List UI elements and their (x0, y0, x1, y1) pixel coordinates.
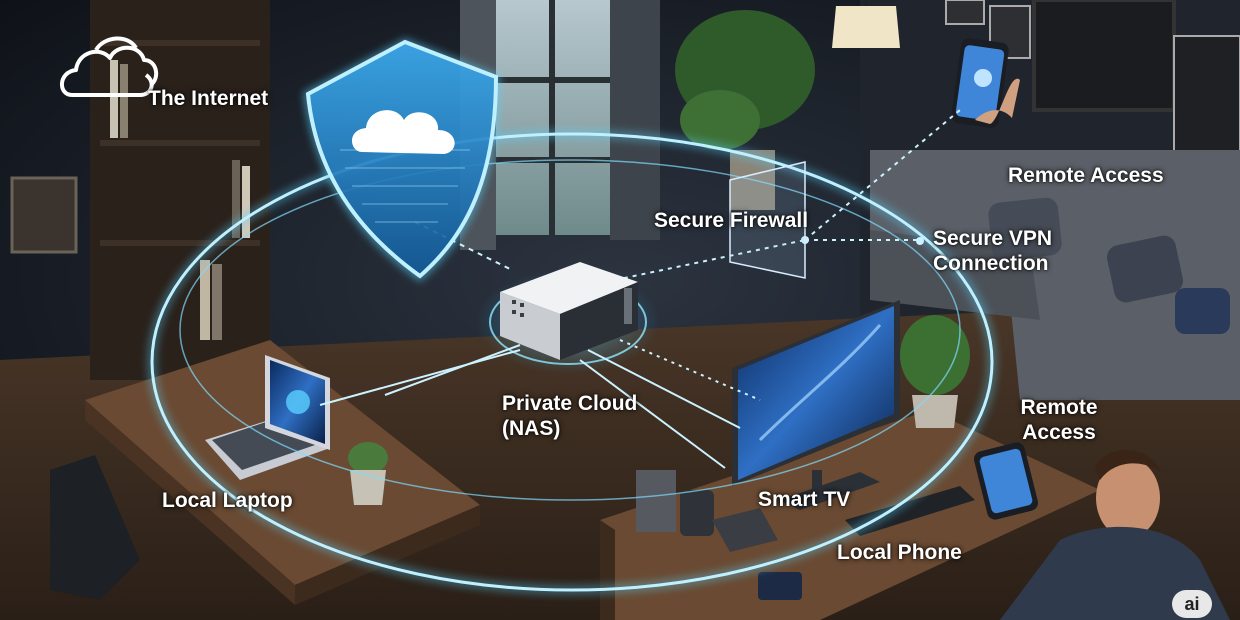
smart-tv (732, 300, 900, 510)
label-internet: The Internet (148, 87, 269, 110)
mug (680, 490, 714, 536)
firewall-pane (729, 161, 806, 279)
label-remote-access-top: Remote Access (1008, 164, 1164, 187)
label-vpn: Secure VPN Connection (933, 227, 1053, 275)
desk-phone (758, 572, 802, 600)
shield-icon (303, 38, 500, 282)
label-private-cloud: Private Cloud (NAS) (502, 392, 638, 440)
plant (675, 10, 815, 210)
remote-phone (951, 38, 1020, 128)
laptop (205, 355, 330, 480)
network-ring (147, 129, 997, 595)
bookshelf (90, 0, 270, 380)
nas-device (500, 262, 638, 360)
label-laptop: Local Laptop (162, 489, 293, 512)
desk-plant (900, 315, 970, 428)
ai-badge: ai (1172, 590, 1212, 618)
wall-art (1032, 0, 1176, 112)
chair (50, 455, 140, 600)
lamp (832, 0, 900, 48)
small-plant (348, 442, 388, 505)
connections (319, 109, 961, 469)
picture-frame (10, 176, 78, 254)
label-remote-access-right: Remote Access (1020, 396, 1098, 444)
label-tv: Smart TV (758, 488, 851, 511)
pen-holder (636, 470, 676, 532)
label-phone: Local Phone (837, 541, 962, 564)
label-firewall: Secure Firewall (654, 209, 809, 232)
cloud-icon (60, 36, 159, 97)
local-phone (974, 442, 1038, 520)
